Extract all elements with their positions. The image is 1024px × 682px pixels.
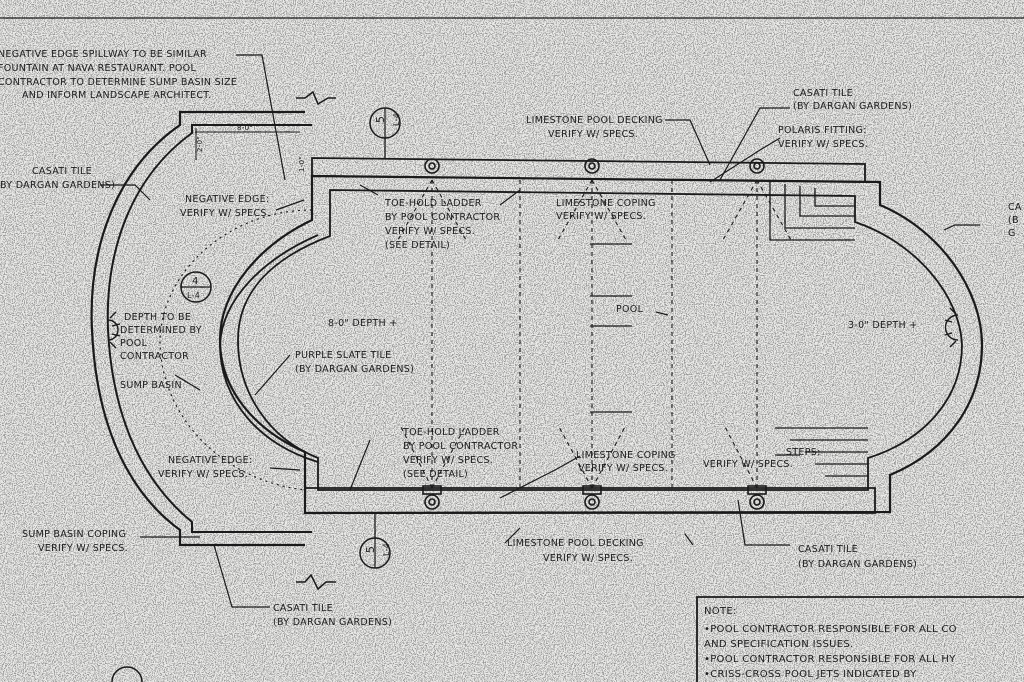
label-coping-bot-1: LIMESTONE COPING [576, 450, 676, 461]
label-casati-right-2: (B [1008, 215, 1019, 226]
label-casati-right-3: G [1008, 228, 1016, 239]
label-casati-right-1: CA [1008, 202, 1022, 213]
label-ladder-bot-2: BY POOL CONTRACTOR [403, 441, 518, 452]
label-spillway-4: AND INFORM LANDSCAPE ARCHITECT. [22, 90, 212, 101]
label-coping-bot-2: VERIFY W/ SPECS. [578, 463, 668, 474]
label-casati-br-1: CASATI TILE [798, 544, 858, 555]
label-depth-8: 8-0" DEPTH + [328, 318, 397, 329]
polaris-fittings-top [424, 158, 765, 174]
label-neg-edge-top-2: VERIFY W/ SPECS. [180, 208, 270, 219]
label-spillway-1: NEGATIVE EDGE SPILLWAY TO BE SIMILAR [0, 49, 207, 60]
label-coping-top-1: LIMESTONE COPING [556, 198, 656, 209]
label-purple-slate-2: (BY DARGAN GARDENS) [295, 364, 414, 375]
label-casati-bottom-1: CASATI TILE [273, 603, 333, 614]
label-depth-note-4: CONTRACTOR [120, 351, 189, 362]
label-steps-1: STEPS: [786, 447, 821, 458]
label-decking-top-2: VERIFY W/ SPECS. [548, 129, 638, 140]
label-casati-left-2: (BY DARGAN GARDENS) [0, 180, 115, 191]
label-decking-bot-1: LIMESTONE POOL DECKING [507, 538, 644, 549]
label-coping-top-2: VERIFY W/ SPECS. [556, 211, 646, 222]
label-neg-edge-bot-2: VERIFY W/ SPECS. [158, 469, 248, 480]
pool-light-right [944, 307, 959, 348]
section-marker-top-sheet: L-4 [392, 113, 401, 126]
label-casati-top-1: CASATI TILE [793, 88, 853, 99]
label-pool: POOL [616, 304, 644, 315]
section-marker-bottom-num: 5 [364, 546, 377, 553]
label-ladder-top-3: VERIFY W/ SPECS. [385, 226, 475, 237]
label-purple-slate-1: PURPLE SLATE TILE [295, 350, 391, 361]
label-decking-top-1: LIMESTONE POOL DECKING [526, 115, 663, 126]
note-box: NOTE: •POOL CONTRACTOR RESPONSIBLE FOR A… [696, 596, 1024, 682]
section-marker-left-num: 4 [192, 276, 199, 287]
ladder-fittings-bottom [422, 485, 767, 510]
sump-basin-inner-wall [106, 124, 312, 533]
label-ladder-top-4: (SEE DETAIL) [385, 240, 450, 251]
note-line-1: •POOL CONTRACTOR RESPONSIBLE FOR ALL CO [704, 624, 957, 635]
section-marker-bottom: 5 L-4 [359, 513, 391, 569]
label-depth-note-3: POOL [120, 338, 148, 349]
note-line-3: •POOL CONTRACTOR RESPONSIBLE FOR ALL HY [704, 654, 956, 665]
label-depth-note-2: DETERMINED BY [120, 325, 202, 336]
negative-edge-arc [159, 209, 313, 491]
label-casati-bottom-2: (BY DARGAN GARDENS) [273, 617, 392, 628]
label-ladder-bot-4: (SEE DETAIL) [403, 469, 468, 480]
label-ladder-top-1: TOE-HOLD LADDER [384, 198, 482, 209]
label-casati-left-1: CASATI TILE [32, 166, 92, 177]
section-marker-left-sheet: L-4 [187, 291, 200, 300]
label-neg-edge-top-1: NEGATIVE EDGE: [185, 194, 269, 205]
label-steps-2: VERIFY W/ SPECS. [703, 459, 793, 470]
label-casati-br-2: (BY DARGAN GARDENS) [798, 559, 917, 570]
section-marker-top-num: 5 [374, 116, 387, 123]
label-spillway-3: CONTRACTOR TO DETERMINE SUMP BASIN SIZE [0, 77, 237, 88]
label-depth-note-1: DEPTH TO BE [124, 312, 191, 323]
dim-1: 1-0" [298, 156, 306, 172]
label-sump-basin: SUMP BASIN [120, 380, 182, 391]
label-polaris-1: POLARIS FITTING: [778, 125, 867, 136]
dim-8: 8-0" [237, 124, 253, 132]
label-polaris-2: VERIFY W/ SPECS. [778, 139, 868, 150]
note-line-2: AND SPECIFICATION ISSUES. [704, 639, 853, 650]
label-depth-3: 3-0" DEPTH + [848, 320, 917, 331]
steps-bottom-right [775, 427, 868, 477]
pool-outer-edge [218, 174, 984, 515]
label-ladder-bot-3: VERIFY W/ SPECS. [403, 455, 493, 466]
label-neg-edge-bot-1: NEGATIVE EDGE: [168, 455, 252, 466]
label-decking-bot-2: VERIFY W/ SPECS. [543, 553, 633, 564]
note-line-4: •CRISS-CROSS POOL JETS INDICATED BY [704, 669, 917, 680]
pool-light-left [107, 311, 121, 349]
label-ladder-bot-1: TOE-HOLD LADDER [402, 427, 500, 438]
pool-inner-edge [237, 189, 963, 491]
sump-basin-outer-wall [90, 110, 305, 547]
label-sump-coping-2: VERIFY W/ SPECS. [38, 543, 128, 554]
dim-2: 2-0" [196, 136, 204, 152]
note-title: NOTE: [704, 606, 737, 617]
label-casati-top-2: (BY DARGAN GARDENS) [793, 101, 912, 112]
section-marker-top: 5 L-4 [369, 107, 401, 158]
label-sump-coping-1: SUMP BASIN COPING [22, 529, 126, 540]
label-spillway-2: FOUNTAIN AT NAVA RESTAURANT. POOL [0, 63, 196, 74]
steps-top-right [769, 182, 855, 241]
label-ladder-top-2: BY POOL CONTRACTOR [385, 212, 500, 223]
section-marker-bottom-sheet: L-4 [382, 543, 391, 556]
section-marker-left: 4 L-4 [180, 271, 212, 303]
